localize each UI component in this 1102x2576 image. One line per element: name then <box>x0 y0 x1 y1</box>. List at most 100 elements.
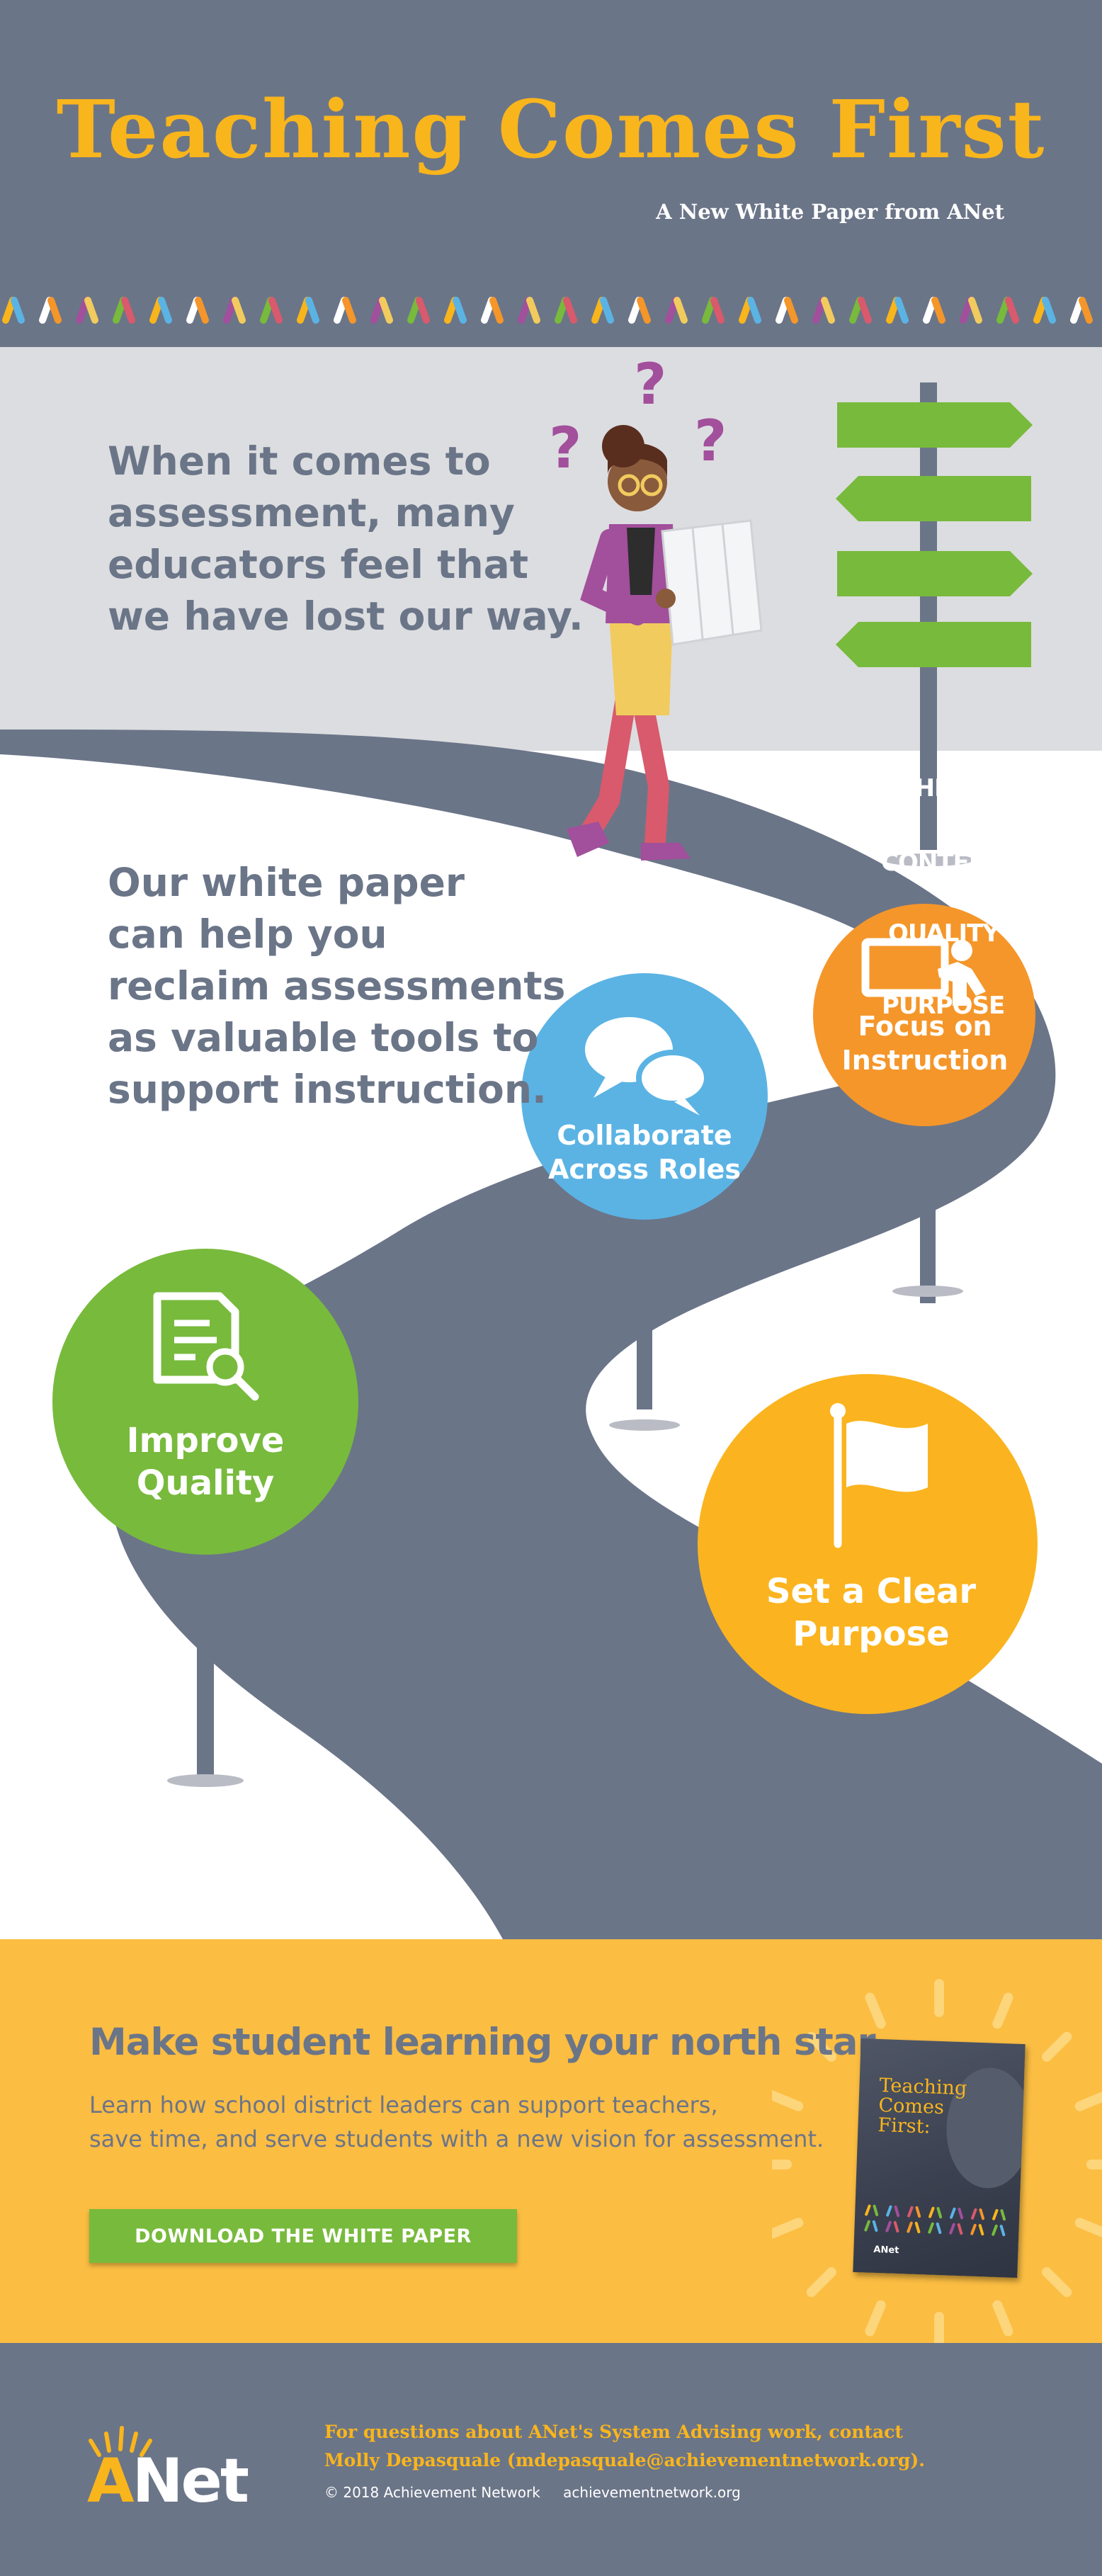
dash-mark <box>849 297 863 324</box>
anet-sun-rays-icon <box>89 2426 152 2457</box>
sun-ray <box>1074 2218 1102 2237</box>
dash-mark <box>821 297 835 324</box>
sign-collaborate-roles <box>521 973 768 1220</box>
sun-ray <box>992 1992 1013 2029</box>
contact-email-line[interactable]: Molly Depasquale (mdepasquale@achievemen… <box>324 2450 925 2470</box>
label-line: Focus on <box>858 1011 992 1042</box>
cover-brand: ANet <box>873 2244 899 2257</box>
sign-clear-purpose <box>698 1374 1038 1714</box>
white-paper-cover[interactable]: Teaching Comes First: ANet <box>853 2038 1026 2278</box>
page-title: Teaching Comes First <box>56 84 1046 176</box>
dash-mark <box>481 297 495 324</box>
dash-mark <box>968 297 982 324</box>
collaborate-roles-label: Collaborate Across Roles <box>510 1118 779 1186</box>
speech-bubbles-icon <box>585 1017 710 1116</box>
call-to-action: Make student learning your north star. L… <box>0 1939 1102 2343</box>
cover-dash <box>957 2223 963 2235</box>
clear-purpose-label: Set a Clear Purpose <box>708 1570 1034 1655</box>
cover-dash <box>914 2221 921 2234</box>
dash-mark <box>526 297 540 324</box>
dash-mark <box>39 297 53 324</box>
cover-dash <box>958 2208 964 2220</box>
cover-dash <box>978 2224 984 2236</box>
question-mark-icon: ? <box>694 408 727 474</box>
cover-dash <box>1000 2209 1006 2221</box>
dash-mark <box>379 297 393 324</box>
sign-focus-instruction <box>813 904 1035 1126</box>
cover-dash <box>893 2220 899 2233</box>
dash-mark <box>563 297 577 324</box>
dash-mark <box>2 297 16 324</box>
dash-mark <box>305 297 319 324</box>
anet-logo[interactable]: ANet <box>87 2451 249 2512</box>
decorative-dash-border <box>2 297 1093 324</box>
label-line: Across Roles <box>547 1154 742 1185</box>
dash-mark <box>784 297 798 324</box>
cover-dash <box>928 2222 934 2234</box>
dash-mark <box>555 297 569 324</box>
dash-mark <box>886 297 900 324</box>
header-banner: Teaching Comes First A New White Paper f… <box>0 0 1102 347</box>
sign-label-teaching-time: TEACHING TIME <box>848 774 1052 802</box>
dash-mark <box>489 297 504 324</box>
dash-mark <box>76 297 90 324</box>
logo-letters-net: Net <box>132 2446 249 2517</box>
sunburst-decoration <box>772 1979 1102 2343</box>
cover-dash <box>907 2206 914 2218</box>
dash-mark <box>260 297 274 324</box>
sun-ray <box>806 2031 836 2062</box>
intro-line: Our white paper <box>108 860 465 905</box>
label-line: Collaborate <box>557 1120 732 1151</box>
sun-ray <box>1042 2267 1072 2298</box>
dash-mark <box>195 297 209 324</box>
cover-dash <box>915 2206 921 2218</box>
intro-line: reclaim assessments <box>108 963 566 1009</box>
flag-icon <box>830 1403 928 1548</box>
teacher-board-icon <box>861 938 986 1006</box>
dash-mark <box>416 297 430 324</box>
dash-mark <box>747 297 761 324</box>
sun-ray <box>772 2090 804 2111</box>
intro-line: as valuable tools to <box>108 1015 539 1060</box>
dash-mark <box>591 297 606 324</box>
logo-letter-a: A <box>87 2446 135 2517</box>
cover-dash <box>865 2204 871 2216</box>
dash-mark <box>232 297 246 324</box>
dash-mark <box>268 297 283 324</box>
cta-heading: Make student learning your north star. <box>89 2021 884 2064</box>
dash-mark <box>158 297 172 324</box>
document-search-icon <box>153 1292 259 1401</box>
dash-mark <box>776 297 790 324</box>
contact-line: For questions about ANet's System Advisi… <box>324 2422 903 2442</box>
question-mark-icon: ? <box>549 415 581 481</box>
direction-sign-quality <box>837 551 1033 596</box>
cover-title: Teaching Comes First: <box>877 2075 1021 2140</box>
cover-dash <box>992 2208 999 2220</box>
dash-mark <box>702 297 716 324</box>
dash-mark <box>628 297 642 324</box>
dash-mark <box>1070 297 1084 324</box>
download-white-paper-button[interactable]: DOWNLOAD THE WHITE PAPER <box>89 2209 517 2263</box>
label-line: Quality <box>136 1463 275 1503</box>
dash-mark <box>11 297 25 324</box>
sun-ray <box>1074 2092 1102 2111</box>
dash-mark <box>1042 297 1056 324</box>
copyright-row: © 2018 Achievement Network achievementne… <box>324 2484 741 2501</box>
page-subtitle: A New White Paper from ANet <box>656 200 1004 224</box>
sun-ray <box>865 1992 886 2029</box>
website-link[interactable]: achievementnetwork.org <box>563 2484 741 2501</box>
footer: ANet For questions about ANet's System A… <box>0 2343 1102 2576</box>
dash-mark <box>960 297 974 324</box>
dash-mark <box>710 297 725 324</box>
cover-dash <box>885 2220 892 2232</box>
contact-info: For questions about ANet's System Advisi… <box>324 2418 1033 2475</box>
dash-mark <box>996 297 1011 324</box>
dash-mark <box>600 297 614 324</box>
dash-mark <box>665 297 679 324</box>
cover-dash <box>950 2207 956 2219</box>
cover-title-line: First: <box>877 2113 931 2138</box>
direction-sign-content <box>836 476 1031 521</box>
sun-ray <box>1042 2031 1072 2062</box>
dash-mark <box>334 297 348 324</box>
